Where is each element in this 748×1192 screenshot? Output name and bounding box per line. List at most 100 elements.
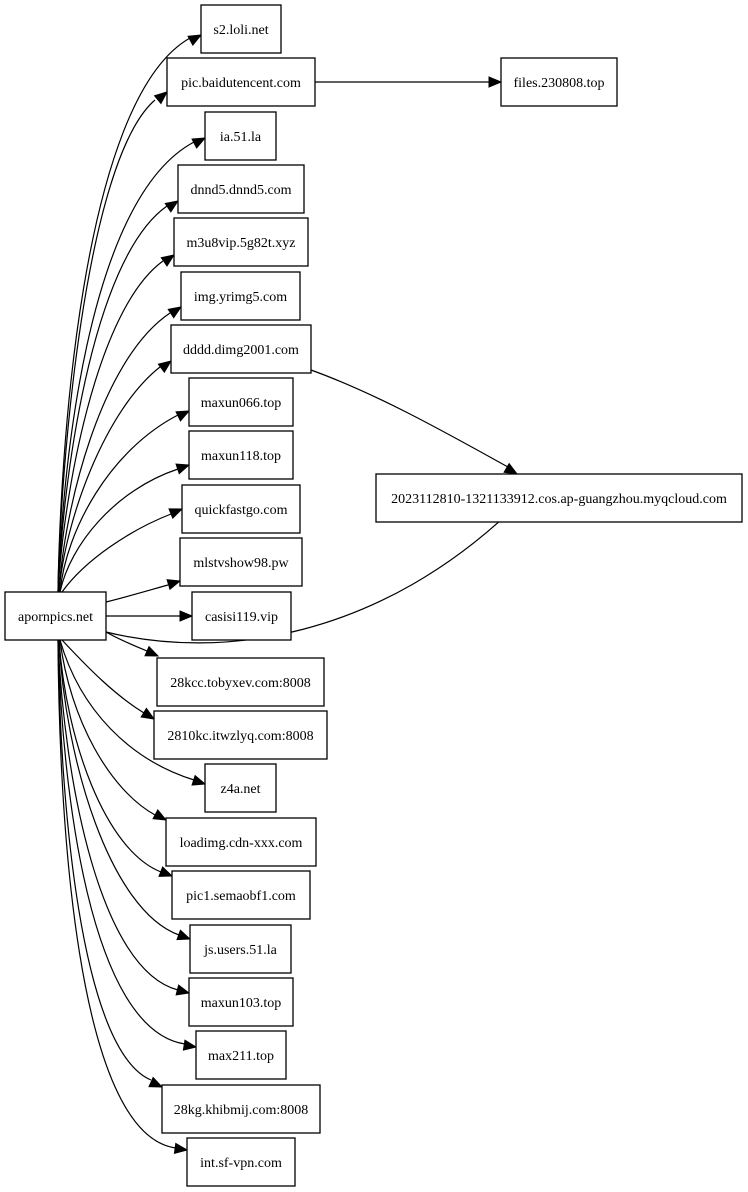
edge-line	[57, 639, 179, 991]
node-quickfastgo: quickfastgo.com	[181, 484, 301, 534]
edge-apornpics-to-m3u8vip	[57, 254, 176, 593]
node-box	[171, 870, 311, 920]
edge-apornpics-to-mlstvshow98	[105, 579, 182, 603]
node-box	[204, 111, 277, 161]
arrowhead-icon	[140, 707, 156, 720]
arrowhead-icon	[152, 809, 168, 821]
node-box	[180, 271, 301, 321]
arrowhead-icon	[157, 360, 173, 374]
edge-apornpics-to-pic1semaobf1	[58, 639, 174, 877]
node-cos: 2023112810-1321133912.cos.ap-guangzhou.m…	[375, 473, 743, 523]
edge-apornpics-to-dnnd5	[57, 200, 180, 593]
arrowhead-icon	[173, 1142, 189, 1155]
edge-apornpics-to-quickfastgo	[61, 508, 184, 593]
edge-line	[59, 414, 179, 593]
edge-apornpics-to-picbaidu	[57, 91, 169, 593]
node-label: 2810kc.itwzlyq.com:8008	[167, 729, 313, 744]
node-label: dnnd5.dnnd5.com	[190, 183, 291, 198]
node-casisi119: casisi119.vip	[191, 591, 292, 641]
edge-line	[105, 584, 169, 603]
node-label: mlstvshow98.pw	[193, 556, 289, 571]
node-khibmij: 28kg.khibmij.com:8008	[161, 1084, 321, 1134]
node-label: loadimg.cdn-xxx.com	[180, 836, 303, 851]
node-label: maxun103.top	[201, 996, 282, 1011]
edge-apornpics-to-loadimg	[59, 639, 168, 821]
node-label: s2.loli.net	[213, 23, 268, 38]
node-box	[204, 763, 277, 813]
node-label: dddd.dimg2001.com	[183, 343, 299, 358]
node-label: pic1.semaobf1.com	[186, 889, 296, 904]
edge-line	[105, 631, 148, 652]
arrowhead-icon	[167, 306, 183, 319]
node-itwzlyq: 2810kc.itwzlyq.com:8008	[153, 710, 328, 760]
node-box	[165, 817, 317, 867]
arrowhead-icon	[164, 200, 180, 213]
edge-apornpics-to-itwzlyq	[61, 639, 156, 720]
node-label: int.sf-vpn.com	[200, 1156, 282, 1171]
edge-line	[59, 639, 156, 816]
arrowhead-icon	[175, 463, 191, 475]
node-files230808: files.230808.top	[500, 57, 618, 107]
node-label: m3u8vip.5g82t.xyz	[187, 236, 296, 251]
edge-apornpics-to-maxun066	[59, 410, 191, 593]
arrowhead-icon	[187, 34, 203, 46]
arrowhead-icon	[191, 774, 207, 786]
node-maxun103: maxun103.top	[188, 977, 294, 1027]
node-box	[195, 1030, 287, 1080]
node-label: pic.baidutencent.com	[181, 76, 301, 91]
node-max211: max211.top	[195, 1030, 287, 1080]
arrowhead-icon	[503, 462, 519, 475]
edge-line	[58, 639, 180, 936]
node-box	[191, 591, 292, 641]
node-z4a: z4a.net	[204, 763, 277, 813]
arrowhead-icon	[148, 1076, 164, 1088]
node-maxun066: maxun066.top	[188, 377, 294, 427]
edge-line	[105, 501, 521, 644]
edge-line	[310, 369, 509, 468]
edge-line	[58, 366, 161, 593]
edge-picbaidu-to-files230808	[315, 76, 503, 88]
edge-line	[58, 312, 171, 593]
node-picbaidu: pic.baidutencent.com	[166, 57, 316, 107]
node-intsfvpn: int.sf-vpn.com	[186, 1137, 296, 1187]
node-label: 2023112810-1321133912.cos.ap-guangzhou.m…	[391, 492, 727, 507]
node-label: casisi119.vip	[205, 610, 278, 625]
edge-line	[61, 513, 172, 593]
node-label: maxun118.top	[201, 449, 281, 464]
arrowhead-icon	[158, 866, 174, 877]
arrowhead-icon	[191, 137, 207, 149]
edge-apornpics-to-imgyrimg5	[58, 306, 183, 593]
edge-apornpics-to-ia51	[57, 137, 207, 593]
node-imgyrimg5: img.yrimg5.com	[180, 271, 301, 321]
node-box	[375, 473, 743, 523]
node-label: z4a.net	[220, 782, 260, 797]
node-box	[173, 217, 309, 267]
node-ddddimg: dddd.dimg2001.com	[170, 324, 312, 374]
edge-apornpics-to-intsfvpn	[57, 639, 189, 1155]
arrowhead-icon	[179, 610, 194, 622]
node-label: img.yrimg5.com	[194, 290, 287, 305]
node-s2loli: s2.loli.net	[200, 4, 282, 54]
edge-line	[57, 639, 177, 1149]
node-box	[181, 484, 301, 534]
arrowhead-icon	[175, 410, 191, 422]
node-box	[177, 164, 305, 214]
edge-line	[57, 639, 152, 1081]
node-box	[156, 657, 325, 707]
edge-apornpics-to-casisi119	[105, 610, 194, 622]
node-label: files.230808.top	[514, 76, 605, 91]
edge-apornpics-to-ddddimg	[58, 360, 173, 593]
nodes-layer: apornpics.nets2.loli.netpic.baidutencent…	[4, 4, 743, 1187]
node-loadimg: loadimg.cdn-xxx.com	[165, 817, 317, 867]
arrowhead-icon	[153, 91, 169, 105]
node-box	[186, 1137, 296, 1187]
arrowhead-icon	[176, 929, 192, 941]
node-pic1semaobf1: pic1.semaobf1.com	[171, 870, 311, 920]
edge-line	[57, 205, 168, 593]
edge-line	[57, 639, 186, 1045]
edge-apornpics-to-maxun118	[59, 463, 191, 593]
node-box	[179, 537, 303, 587]
edge-apornpics-to-max211	[57, 639, 198, 1051]
